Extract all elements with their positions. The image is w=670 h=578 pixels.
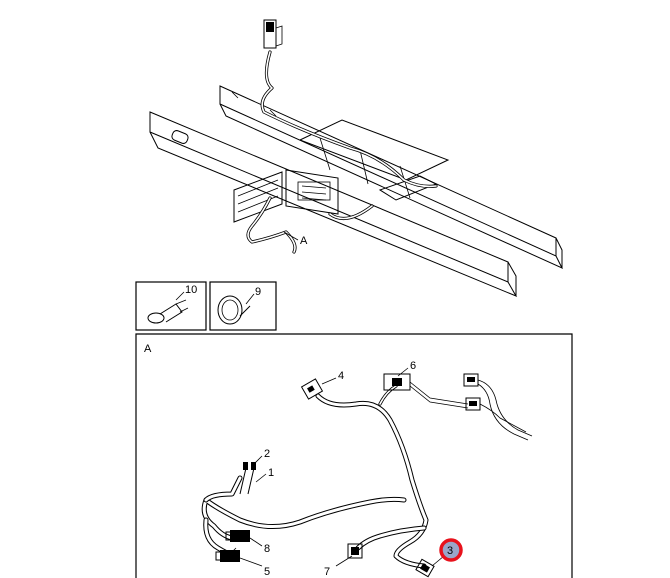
callout-8: 8 xyxy=(264,543,270,555)
callout-3: 3 xyxy=(447,545,453,557)
callout-5: 5 xyxy=(264,566,270,578)
detail-view-a: A xyxy=(135,333,573,578)
part-box-9: 9 xyxy=(209,281,277,331)
connector-3 xyxy=(415,558,435,578)
connector-7 xyxy=(347,543,363,559)
connector-6 xyxy=(383,373,469,409)
part-10-leader xyxy=(175,291,185,301)
ground-wires xyxy=(239,462,256,495)
part-label-10: 10 xyxy=(185,284,197,296)
detail-leaders xyxy=(239,367,445,567)
callout-4: 4 xyxy=(338,370,344,382)
upper-frame-rail xyxy=(219,85,564,270)
cable-tie-icon xyxy=(217,295,251,325)
callout-7: 7 xyxy=(324,566,330,578)
part-9-leader xyxy=(245,293,255,305)
part-label-9: 9 xyxy=(255,286,261,298)
overview-callout-a: A xyxy=(300,235,308,247)
lower-frame-rail xyxy=(149,111,518,298)
top-connector xyxy=(263,19,283,49)
part-box-10: 10 xyxy=(135,281,207,331)
chassis-overview: A xyxy=(149,19,564,298)
overview-callout-leader xyxy=(283,231,299,241)
connector-4 xyxy=(300,378,324,400)
callout-1: 1 xyxy=(268,467,274,479)
connector-5 xyxy=(215,547,240,562)
callout-2: 2 xyxy=(264,448,270,460)
detail-title: A xyxy=(144,343,152,355)
external-connectors xyxy=(463,373,533,441)
overview-harness xyxy=(246,50,438,254)
callout-6: 6 xyxy=(410,360,416,372)
highlight-ring[interactable] xyxy=(439,538,463,562)
clamp-bolt-icon xyxy=(147,299,189,324)
connector-8 xyxy=(225,530,250,542)
control-unit xyxy=(233,169,339,223)
highlighted-callout-3[interactable]: 3 xyxy=(439,538,463,562)
detail-harness xyxy=(201,384,429,569)
